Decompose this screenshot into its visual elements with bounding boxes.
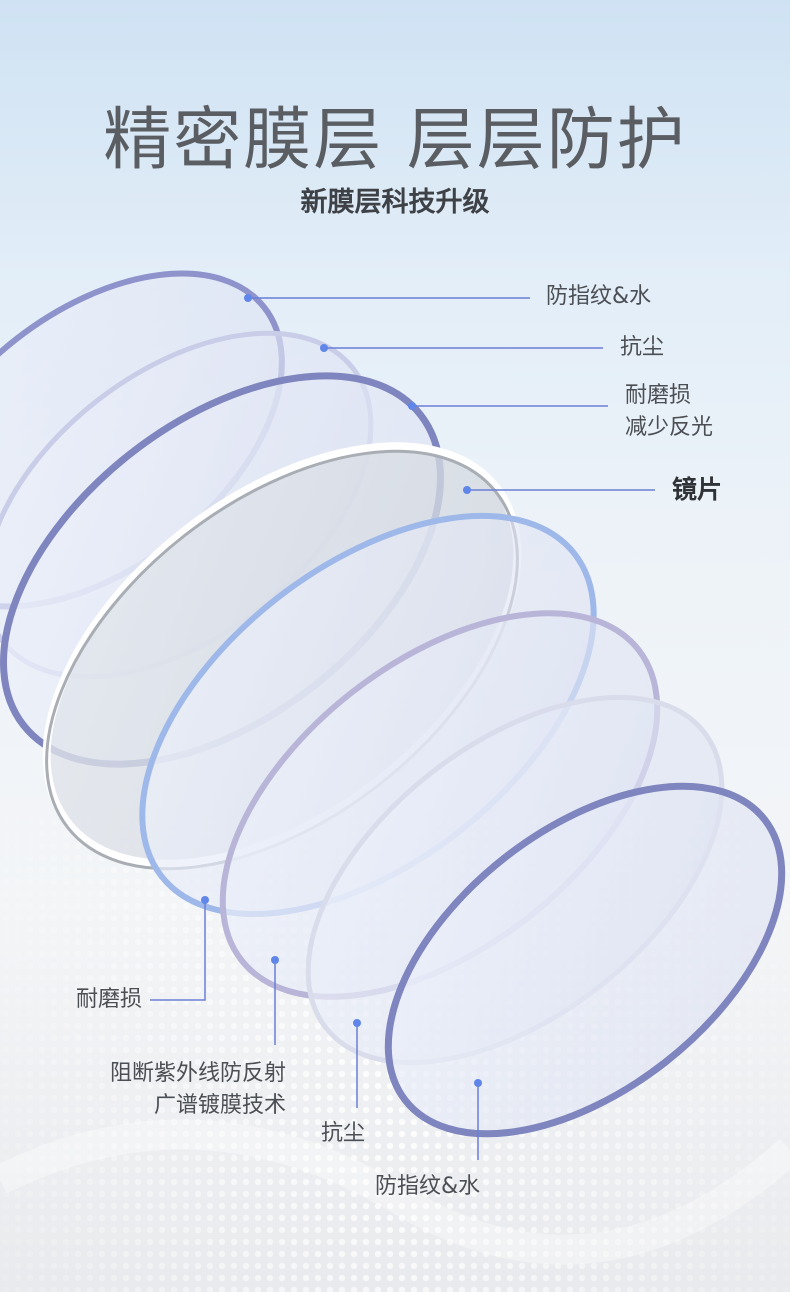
label-fingerprint-water-bottom: 防指纹&水 — [375, 1174, 481, 1199]
label-fingerprint-water-top: 防指纹&水 — [546, 284, 652, 309]
callout-lines — [150, 297, 655, 1160]
page-subtitle: 新膜层科技升级 — [300, 187, 490, 218]
page-title: 精密膜层 层层防护 — [103, 101, 687, 180]
callout-dots — [201, 294, 482, 1087]
label-dust-bottom: 抗尘 — [321, 1121, 366, 1146]
label-dust-top: 抗尘 — [620, 335, 665, 360]
label-uv-blue-bottom: 阻断紫外线防反射 广谱镀膜技术 — [109, 1061, 286, 1118]
label-abrasion-bottom: 耐磨损 — [75, 987, 142, 1012]
label-abrasion-top: 耐磨损 减少反光 — [625, 383, 714, 440]
lens-layer-fingerprint-bottom — [384, 782, 786, 1138]
label-lens: 镜片 — [672, 475, 723, 504]
